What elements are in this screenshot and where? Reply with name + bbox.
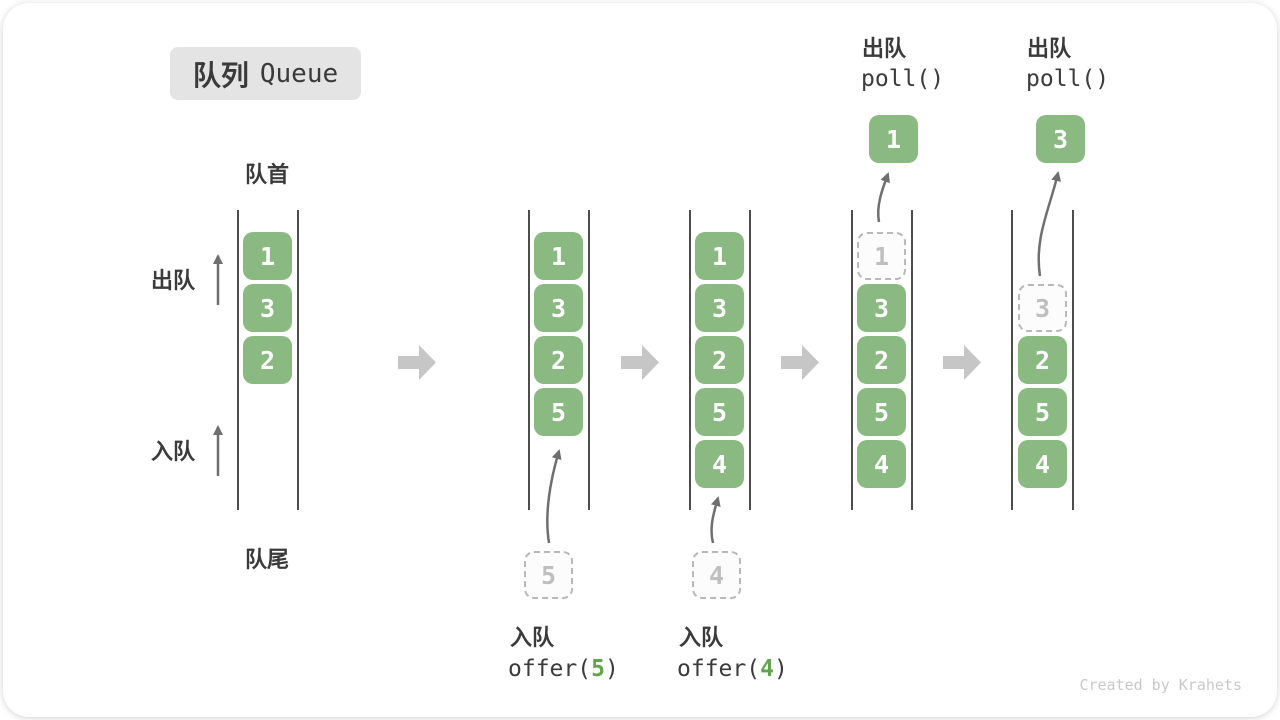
dequeue-op-label: 出队 <box>862 36 907 61</box>
queue-front-label: 队首 <box>244 162 289 187</box>
queue-element: 5 <box>534 388 583 436</box>
code-close: ) <box>604 656 619 682</box>
dequeue-side-label: 出队 <box>151 268 196 293</box>
title-badge: 队列 Queue <box>170 47 361 100</box>
queue-element: 2 <box>1018 336 1067 384</box>
queue-element: 1 <box>243 232 292 280</box>
removed-element: 1 <box>857 232 906 280</box>
watermark: Created by Krahets <box>1079 676 1242 694</box>
enqueue-op-code: offer(4) <box>677 656 788 682</box>
incoming-element: 4 <box>692 551 741 599</box>
queue-element: 4 <box>857 440 906 488</box>
code-fn: offer( <box>677 656 761 682</box>
channel-wall <box>749 210 751 510</box>
enqueue-side-label: 入队 <box>151 439 196 464</box>
queue-element: 4 <box>695 440 744 488</box>
poll3-arrow-icon <box>1037 171 1062 277</box>
queue-element: 3 <box>534 284 583 332</box>
title-en: Queue <box>259 58 339 89</box>
channel-wall <box>689 210 691 510</box>
queue-element: 3 <box>695 284 744 332</box>
queue-element: 3 <box>857 284 906 332</box>
code-close: ) <box>773 656 788 682</box>
enqueue-op-label: 入队 <box>510 625 555 650</box>
flow-arrows <box>398 345 981 380</box>
flow-arrow-icon <box>398 345 436 380</box>
queue-rear-label: 队尾 <box>244 547 289 572</box>
removed-element: 3 <box>1018 284 1067 332</box>
enqueue-op-code: offer(5) <box>508 656 619 682</box>
queue-element: 5 <box>857 388 906 436</box>
code-fn: offer( <box>508 656 592 682</box>
channel-wall <box>237 210 239 510</box>
offer5-arrow-icon <box>546 449 562 544</box>
channel-wall <box>1072 210 1074 510</box>
polled-element: 1 <box>869 115 918 163</box>
queue-element: 3 <box>243 284 292 332</box>
channel-wall <box>851 210 853 510</box>
flow-arrow-icon <box>781 345 819 380</box>
queue-element: 1 <box>534 232 583 280</box>
queue-element: 4 <box>1018 440 1067 488</box>
dequeue-op-code: poll() <box>861 66 945 92</box>
flow-arrow-icon <box>621 345 659 380</box>
queue-element: 1 <box>695 232 744 280</box>
dequeue-op-code: poll() <box>1026 66 1110 92</box>
dequeue-op-label: 出队 <box>1027 36 1072 61</box>
channel-wall <box>911 210 913 510</box>
queue-element: 2 <box>243 336 292 384</box>
channel-wall <box>1011 210 1013 510</box>
channel-wall <box>297 210 299 510</box>
code-arg: 4 <box>760 656 774 682</box>
polled-element: 3 <box>1036 115 1085 163</box>
queue-element: 2 <box>534 336 583 384</box>
code-arg: 5 <box>591 656 605 682</box>
incoming-element: 5 <box>524 551 573 599</box>
operation-arrows <box>213 171 1062 544</box>
channel-wall <box>588 210 590 510</box>
queue-element: 5 <box>1018 388 1067 436</box>
queue-element: 2 <box>857 336 906 384</box>
channel-wall <box>528 210 530 510</box>
enqueue-op-label: 入队 <box>679 625 724 650</box>
offer4-arrow-icon <box>710 496 721 544</box>
queue-element: 5 <box>695 388 744 436</box>
flow-arrow-icon <box>943 345 981 380</box>
queue-element: 2 <box>695 336 744 384</box>
title-zh: 队列 <box>192 59 249 91</box>
poll1-arrow-icon <box>877 172 890 223</box>
